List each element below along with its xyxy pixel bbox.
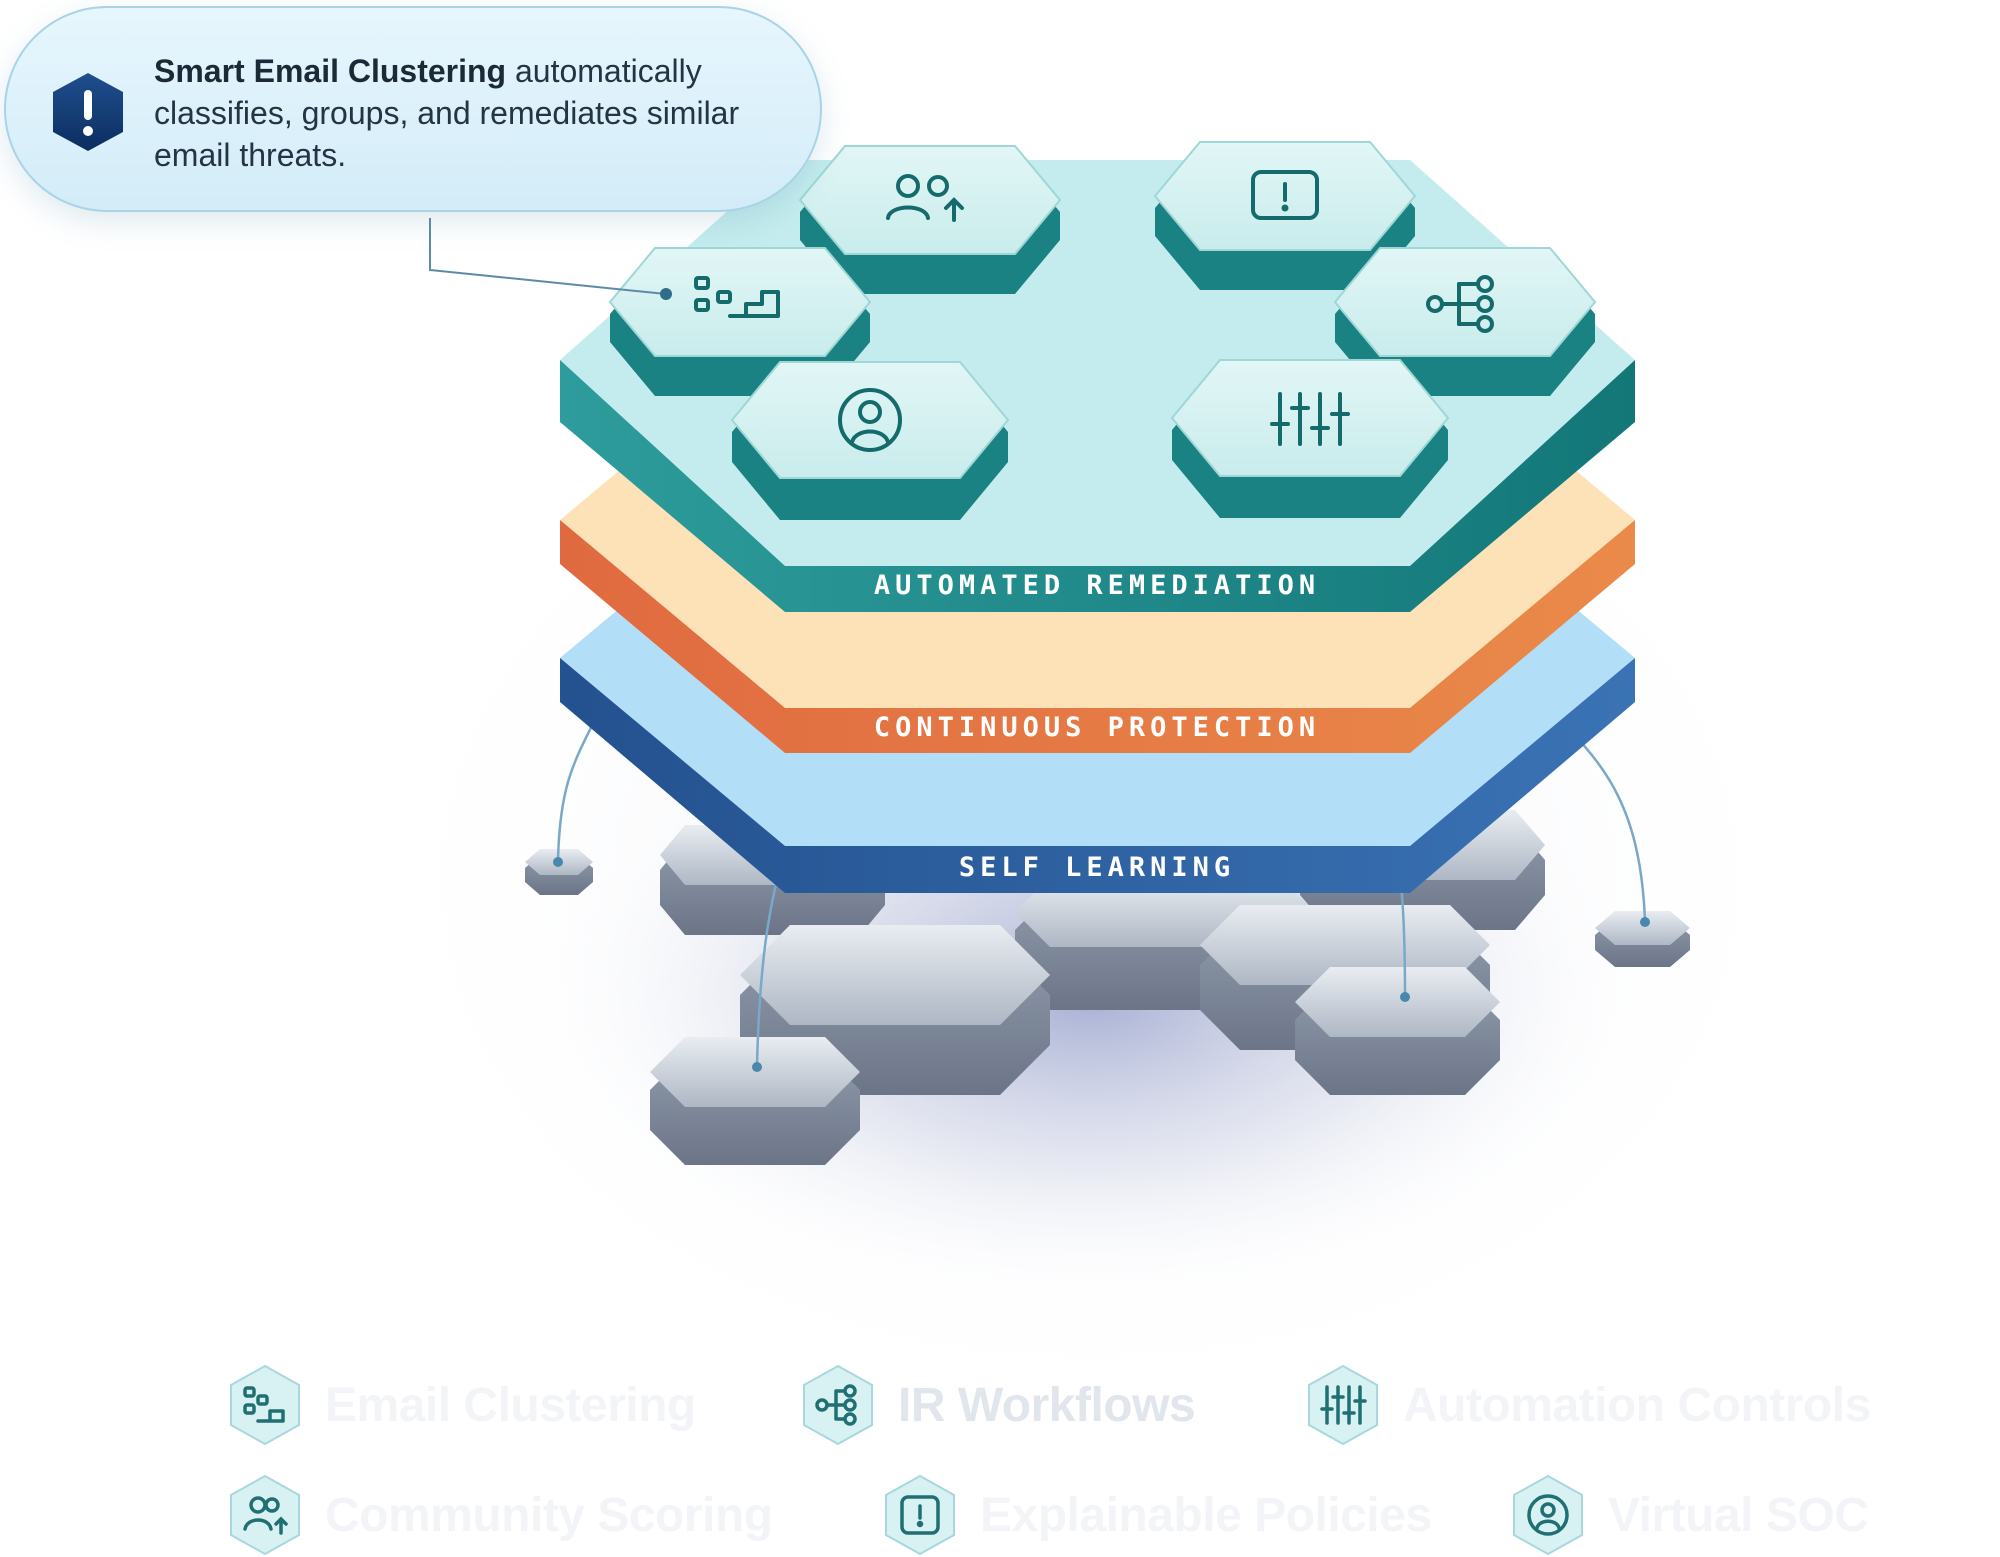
automation-sliders-icon bbox=[1308, 1364, 1378, 1446]
automation-sliders-icon bbox=[1270, 392, 1350, 446]
legend-label: Automation Controls bbox=[1403, 1378, 1871, 1432]
virtual-soc-user-icon bbox=[1513, 1474, 1583, 1556]
connector-dots bbox=[553, 857, 1650, 1072]
alert-square-icon bbox=[885, 1474, 955, 1556]
alert-square-icon bbox=[1251, 170, 1319, 220]
tile-alert-square[interactable] bbox=[1153, 141, 1417, 290]
layer-self-learning-label: SELF LEARNING bbox=[959, 852, 1235, 883]
legend-item-community-scoring[interactable]: Community Scoring bbox=[225, 1473, 773, 1557]
callout-text: Smart Email Clustering automatically cla… bbox=[154, 50, 794, 176]
legend-label: Email Clustering bbox=[325, 1378, 696, 1432]
email-clustering-icon bbox=[694, 276, 780, 318]
tile-automation-sliders[interactable] bbox=[1170, 359, 1450, 518]
tile-community-users[interactable] bbox=[798, 145, 1062, 294]
legend-item-automation-controls[interactable]: Automation Controls bbox=[1303, 1363, 1871, 1447]
virtual-soc-user-icon bbox=[838, 388, 902, 452]
callout-leader bbox=[429, 218, 672, 300]
node-small-right bbox=[1595, 911, 1690, 967]
exclamation-icon bbox=[53, 73, 123, 151]
legend-label: Explainable Policies bbox=[980, 1488, 1432, 1542]
legend-item-ir-workflows[interactable]: IR Workflows bbox=[798, 1363, 1196, 1447]
callout-title: Smart Email Clustering bbox=[154, 53, 507, 89]
legend-item-email-clustering[interactable]: Email Clustering bbox=[225, 1363, 696, 1447]
layer-continuous-protection-label: CONTINUOUS PROTECTION bbox=[874, 712, 1320, 743]
callout-bubble: Smart Email Clustering automatically cla… bbox=[4, 6, 822, 212]
tile-virtual-soc[interactable] bbox=[730, 361, 1010, 520]
node-left-front bbox=[650, 1037, 860, 1165]
layer-automated-remediation-label: AUTOMATED REMEDIATION bbox=[874, 570, 1320, 601]
top-tiles bbox=[608, 141, 1597, 520]
community-users-icon bbox=[230, 1474, 300, 1556]
callout-description: automatically classifies, groups, and re… bbox=[154, 53, 740, 173]
workflow-branch-icon bbox=[803, 1364, 873, 1446]
legend-item-virtual-soc[interactable]: Virtual SOC bbox=[1508, 1473, 1869, 1557]
legend-label: Virtual SOC bbox=[1608, 1488, 1869, 1542]
email-clustering-icon bbox=[230, 1364, 300, 1446]
legend-item-explainable-policies[interactable]: Explainable Policies bbox=[880, 1473, 1432, 1557]
community-users-icon bbox=[886, 174, 964, 222]
node-right-front bbox=[1295, 967, 1500, 1095]
legend-label: IR Workflows bbox=[898, 1378, 1196, 1432]
legend-label: Community Scoring bbox=[325, 1488, 773, 1542]
workflow-branch-icon bbox=[1426, 275, 1494, 333]
